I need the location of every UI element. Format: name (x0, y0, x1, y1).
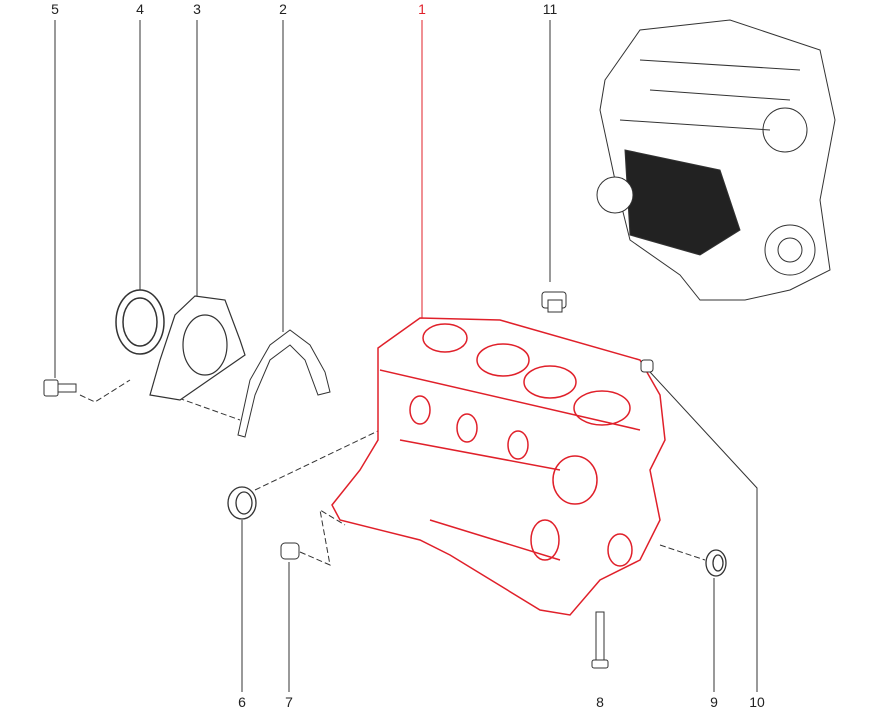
callout-10: 10 (749, 694, 765, 710)
callout-8: 8 (596, 694, 604, 710)
callout-1: 1 (418, 1, 426, 17)
dowel-part-10 (640, 359, 654, 373)
gasket-part-2 (237, 329, 331, 438)
bolt-part-8 (591, 611, 609, 669)
callout-6: 6 (238, 694, 246, 710)
plug-part-11 (541, 291, 567, 313)
callout-7: 7 (285, 694, 293, 710)
oil-seal-part-4 (115, 289, 165, 355)
callout-4: 4 (136, 1, 144, 17)
plug-part-9 (705, 549, 727, 577)
bolt-part-5 (43, 379, 77, 397)
callout-3: 3 (193, 1, 201, 17)
callout-2: 2 (279, 1, 287, 17)
cylinder-block-part-1 (331, 317, 666, 616)
callout-5: 5 (51, 1, 59, 17)
dowel-part-7 (280, 542, 300, 560)
seal-housing-part-3 (149, 295, 246, 401)
seal-part-6 (227, 486, 257, 520)
callout-11: 11 (542, 1, 558, 17)
engine-overview-illustration (596, 19, 836, 301)
callout-9: 9 (710, 694, 718, 710)
leader-lines (54, 20, 758, 692)
